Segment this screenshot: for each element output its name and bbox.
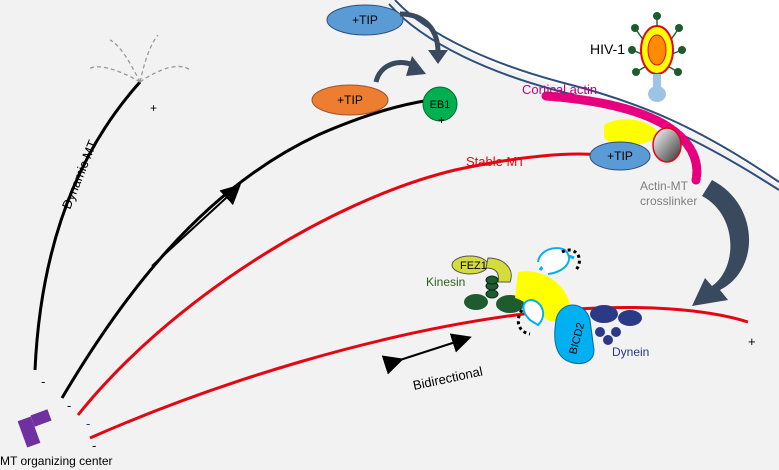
fez1-label: FEZ1: [460, 260, 487, 272]
tip-top-label: +TIP: [352, 13, 378, 27]
mtoc-label: MT organizing center: [0, 454, 113, 468]
kinesin-motor: [451, 255, 524, 313]
eb1-shape: [422, 86, 458, 122]
hiv-label: HIV-1: [590, 41, 625, 57]
cortical-actin-filament: [541, 91, 702, 185]
mtoc-icon: [17, 409, 52, 448]
stable-mt-label: Stable MT: [466, 154, 525, 169]
lower-stable-microtubule: [89, 305, 749, 440]
tip-top-to-eb1-arrowhead: [428, 50, 448, 64]
eb1-mt-minus-end: -: [67, 398, 71, 413]
bidirectional-arrow: [381, 333, 472, 375]
dynamic-microtubule: [33, 80, 142, 371]
tip-membrane-shape: [589, 141, 651, 171]
tip-left-label: +TIP: [337, 93, 363, 107]
crosslinker-yellow-adaptor: [604, 119, 660, 146]
crosslinker-label-line2: crosslinker: [640, 194, 697, 208]
stable-mt-minus-end: -: [86, 416, 90, 431]
hiv-virion-icon: [628, 12, 686, 76]
transfer-arrow: [692, 180, 750, 306]
eb1-label: EB1: [430, 99, 451, 111]
tip-left-to-eb1-arrowhead: [406, 56, 426, 76]
tip-top-to-eb1-arrow: [399, 11, 441, 53]
kinesin-label: Kinesin: [426, 275, 465, 289]
growth-direction-arrow: [151, 184, 241, 267]
stable-microtubule: [76, 152, 601, 416]
bicd2-adaptor: [554, 304, 595, 364]
receptor-icon: [648, 74, 666, 102]
lower-mt-minus-end: -: [92, 438, 96, 453]
plasma-membrane-outer: [394, 0, 779, 183]
dynein-motor: [590, 305, 642, 345]
dynamic-mt-plus-end: +: [150, 101, 157, 115]
crosslinker-label-line1: Actin-MT: [640, 179, 689, 193]
eb1-microtubule: [60, 98, 431, 399]
eb1-mt-plus-end: +: [438, 113, 445, 127]
cortical-actin-label: Cortical actin: [522, 82, 597, 97]
tip-left-shape: [311, 84, 389, 116]
capsid-adaptor-complex: [515, 247, 581, 336]
dynamic-mt-minus-end: -: [41, 374, 45, 389]
capsid-cone: [652, 127, 682, 163]
dynein-label: Dynein: [612, 345, 649, 359]
lower-mt-plus-end: +: [748, 334, 756, 349]
dynamic-mt-growing-end: [87, 34, 191, 83]
tip-top-shape: [326, 4, 404, 36]
tip-membrane-label: +TIP: [607, 149, 633, 163]
